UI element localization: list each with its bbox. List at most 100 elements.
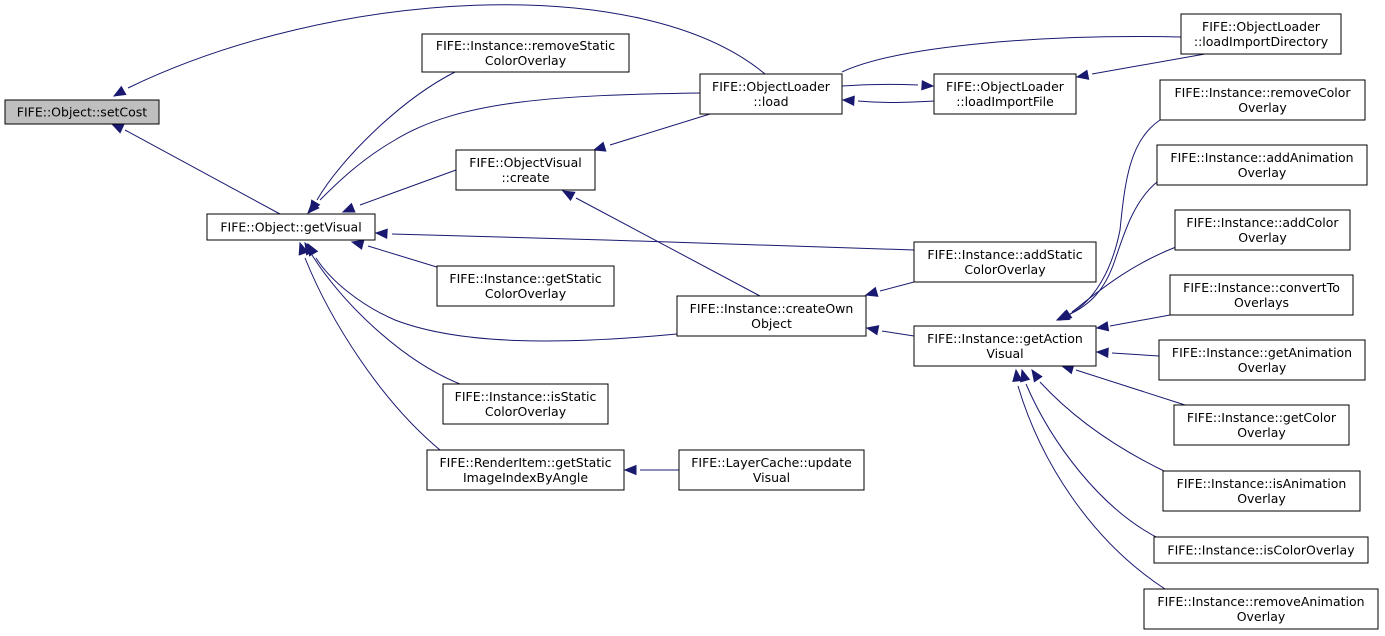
- edge-arrowhead: [865, 325, 880, 336]
- node-box: [206, 213, 376, 241]
- node-isColorOverlay[interactable]: FIFE::Instance::isColorOverlay: [1153, 536, 1369, 564]
- node-label-line: FIFE::Instance::isStatic: [455, 389, 597, 404]
- node-box: [1159, 79, 1366, 121]
- node-label-line: FIFE::Instance::convertTo: [1183, 280, 1340, 295]
- edge-arrowhead: [110, 123, 125, 134]
- edge-line: [1109, 314, 1171, 327]
- node-objectVisualCreate[interactable]: FIFE::ObjectVisual::create: [455, 149, 596, 191]
- edge-addColorOverlay-to-getActionVisual: [1058, 246, 1177, 321]
- node-label-line: FIFE::Object::getVisual: [220, 220, 361, 235]
- node-label-line: Overlay: [1238, 360, 1287, 375]
- node-box: [913, 325, 1097, 367]
- edge-line: [127, 4, 766, 89]
- node-label-line: FIFE::ObjectLoader: [1202, 19, 1321, 34]
- node-getVisual[interactable]: FIFE::Object::getVisual: [206, 213, 376, 241]
- edge-line: [304, 257, 441, 451]
- edge-line: [841, 83, 919, 87]
- node-box: [1162, 470, 1361, 512]
- edge-isStaticColorOverlay-to-getVisual: [304, 241, 461, 385]
- node-label-line: Overlay: [1237, 491, 1286, 506]
- node-label-line: FIFE::LayerCache::update: [691, 455, 852, 470]
- node-label-line: Overlay: [1238, 165, 1287, 180]
- edge-arrowhead: [592, 141, 607, 152]
- node-box: [442, 383, 609, 425]
- node-label-line: FIFE::Instance::isAnimation: [1177, 476, 1347, 491]
- edge-isColorOverlay-to-getActionVisual: [1020, 368, 1163, 541]
- node-box: [1153, 536, 1369, 564]
- node-label-line: ColorOverlay: [485, 286, 567, 301]
- node-box: [699, 73, 843, 115]
- edge-isAnimationOverlay-to-getActionVisual: [1031, 368, 1169, 474]
- edge-arrowhead: [561, 190, 576, 202]
- edge-line: [391, 233, 915, 251]
- edge-line: [1111, 352, 1160, 357]
- edge-line: [1071, 246, 1177, 313]
- edge-removeAnimationOverlay-to-getActionVisual: [1012, 368, 1166, 590]
- nodes-layer: FIFE::Object::setCostFIFE::Object::getVi…: [4, 13, 1379, 630]
- node-label-line: FIFE::Object::setCost: [17, 105, 148, 120]
- node-label-line: ColorOverlay: [485, 53, 567, 68]
- edge-arrowhead: [307, 200, 320, 214]
- node-label-line: ColorOverlay: [485, 404, 567, 419]
- edge-arrowhead: [1020, 368, 1031, 383]
- node-label-line: Visual: [986, 346, 1023, 361]
- node-label-line: FIFE::Instance::getColor: [1187, 410, 1337, 425]
- edge-objectVisualCreate-to-getVisual: [341, 169, 457, 213]
- node-loadImportFile[interactable]: FIFE::ObjectLoader::loadImportFile: [933, 73, 1077, 115]
- edge-getVisual-to-setCost: [110, 123, 281, 215]
- node-label-line: FIFE::RenderItem::getStatic: [439, 455, 611, 470]
- edge-line: [879, 281, 915, 292]
- node-label-line: FIFE::ObjectLoader: [946, 79, 1065, 94]
- edge-arrowhead: [350, 239, 365, 250]
- node-box: [436, 265, 615, 307]
- edge-removeStaticColorOverlay-to-getVisual: [309, 71, 456, 214]
- edge-line: [359, 169, 457, 206]
- edge-line: [311, 254, 461, 385]
- node-label-line: Object: [751, 316, 792, 331]
- edge-arrowhead: [864, 286, 879, 297]
- edge-convertToOverlays-to-getActionVisual: [1095, 314, 1171, 332]
- node-label-line: ImageIndexByAngle: [463, 470, 588, 485]
- node-label-line: FIFE::Instance::createOwn: [690, 301, 854, 316]
- edge-arrowhead: [1031, 368, 1043, 383]
- edge-line: [315, 257, 678, 342]
- node-setCost[interactable]: FIFE::Object::setCost: [4, 99, 160, 125]
- node-getStaticImageIndexByAngle[interactable]: FIFE::RenderItem::getStaticImageIndexByA…: [426, 449, 625, 491]
- edge-objectLoaderLoad-to-loadImportFile: [841, 80, 935, 91]
- edge-line: [881, 330, 915, 337]
- edge-arrowhead: [623, 464, 637, 476]
- node-box: [4, 99, 160, 125]
- node-label-line: ::loadImportFile: [956, 94, 1054, 109]
- edge-objectLoaderLoad-to-objectVisualCreate: [592, 113, 711, 152]
- node-objectLoaderLoad[interactable]: FIFE::ObjectLoader::load: [699, 73, 843, 115]
- node-label-line: Overlay: [1238, 230, 1287, 245]
- node-label-line: Overlay: [1237, 425, 1286, 440]
- edge-line: [319, 92, 701, 201]
- node-label-line: FIFE::ObjectVisual: [469, 155, 581, 170]
- node-label-line: Visual: [753, 470, 790, 485]
- node-label-line: ColorOverlay: [964, 262, 1046, 277]
- edge-removeColorOverlay-to-getActionVisual: [1056, 119, 1161, 321]
- edge-arrowhead: [1058, 309, 1073, 321]
- node-loadImportDirectory[interactable]: FIFE::ObjectLoader::loadImportDirectory: [1180, 13, 1342, 55]
- edge-getColorOverlay-to-getActionVisual: [1060, 364, 1186, 406]
- edge-objectLoaderLoad-to-setCost: [112, 4, 766, 97]
- node-label-line: ::load: [753, 94, 788, 109]
- edge-getStaticImageIndexByAngle-to-getVisual: [298, 241, 441, 451]
